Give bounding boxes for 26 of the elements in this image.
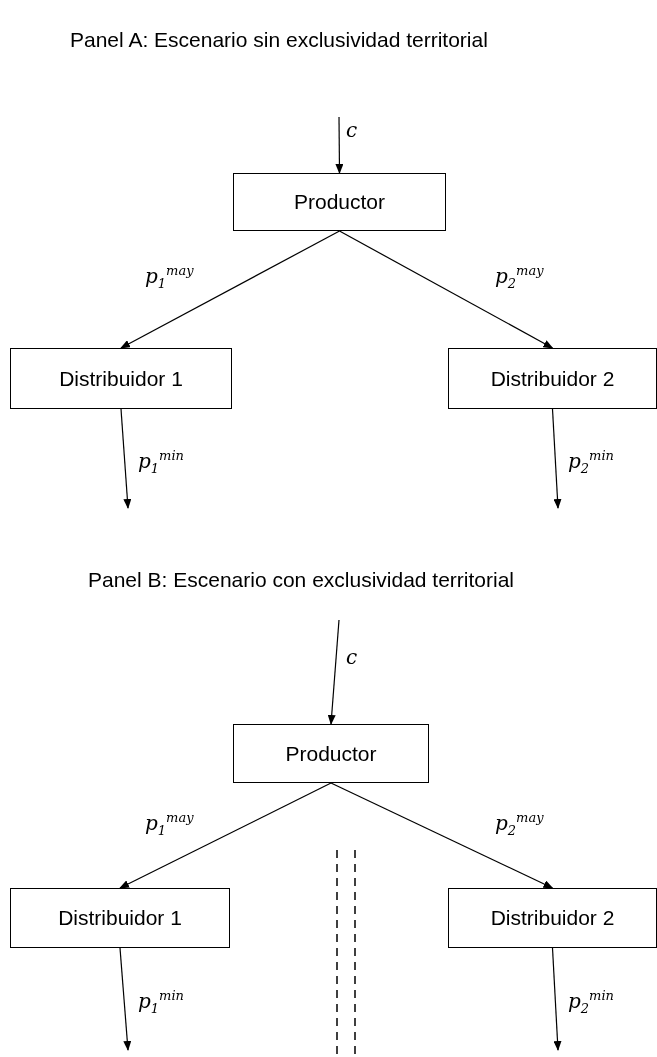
process-box	[448, 348, 657, 409]
node-label: Productor	[293, 190, 385, 214]
arrow	[330, 782, 554, 889]
panel-title: Panel B: Escenario con exclusividad territorial	[88, 568, 515, 592]
arrow	[120, 408, 132, 509]
edge-label: c	[346, 645, 358, 669]
node-label: Productor	[285, 741, 377, 766]
node-label: Distribuidor 2	[490, 906, 615, 930]
process-box	[233, 724, 429, 783]
process-box	[233, 173, 446, 231]
panel-title: Panel A: Escenario sin exclusividad territorial	[70, 28, 488, 52]
process-box	[10, 348, 232, 409]
process-box	[10, 888, 230, 948]
process-box	[448, 888, 657, 948]
arrow	[119, 947, 132, 1051]
arrow	[335, 116, 344, 174]
arrow	[119, 782, 332, 889]
node-label: Distribuidor 2	[490, 366, 615, 391]
arrow	[338, 230, 554, 349]
node-label: Distribuidor 1	[58, 906, 182, 930]
node-label: Distribuidor 1	[59, 366, 183, 391]
arrow	[551, 408, 562, 509]
arrow	[327, 619, 340, 725]
edge-label: c	[346, 118, 358, 142]
arrow	[551, 947, 562, 1051]
arrow	[120, 230, 341, 349]
